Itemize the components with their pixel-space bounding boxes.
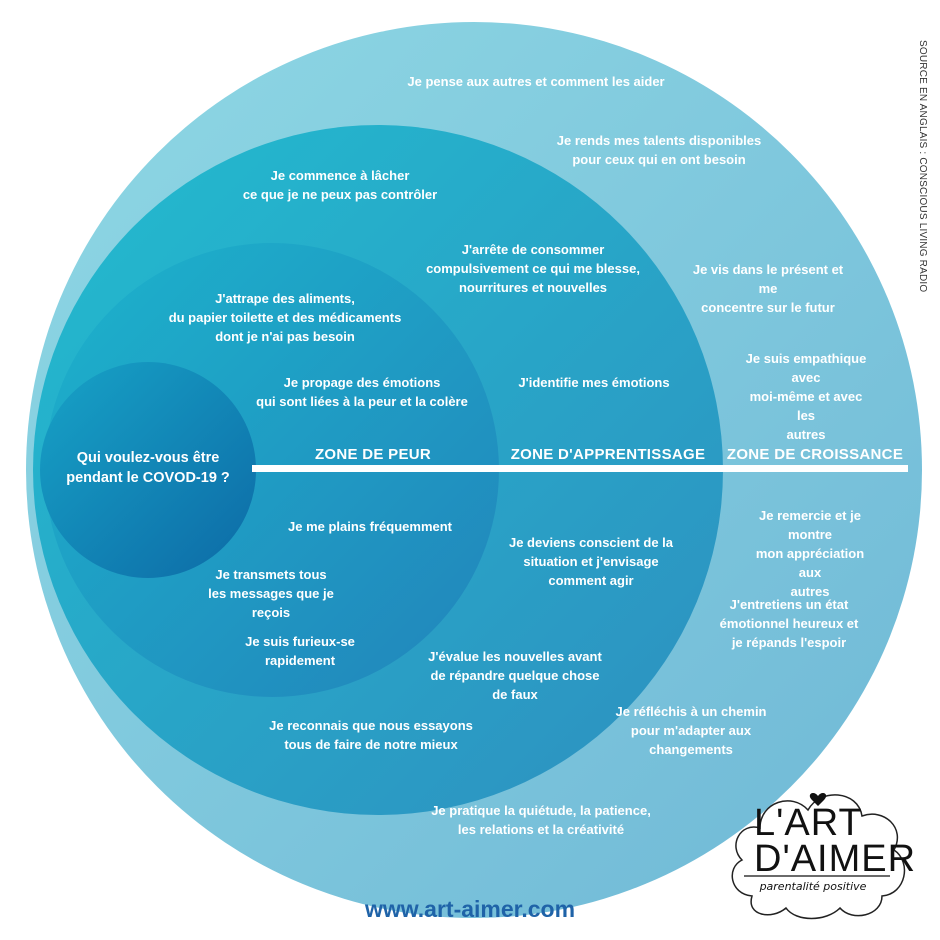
learning-item: J'arrête de consommer compulsivement ce … — [426, 242, 640, 295]
learning-item: J'évalue les nouvelles avant de répandre… — [428, 649, 602, 702]
learning-item: Je deviens conscient de la situation et … — [508, 535, 674, 588]
fear-item: Je propage des émotions qui sont liées à… — [256, 375, 468, 409]
source-credit: SOURCE EN ANGLAIS : CONSCIOUS LIVING RAD… — [917, 40, 928, 293]
logo-tagline: parentalité positive — [759, 880, 867, 893]
growth-item: Je remercie et je montre mon appréciatio… — [755, 508, 865, 599]
zone-label-growth: ZONE DE CROISSANCE — [726, 446, 904, 463]
growth-item: Je pense aux autres et comment les aider — [407, 74, 665, 89]
fear-item: Je suis furieux-se rapidement — [245, 634, 355, 668]
logo-line-2: D'AIMER — [754, 838, 917, 880]
fear-item: J'attrape des aliments, du papier toilet… — [168, 291, 402, 344]
logo-line-1: L'ART — [754, 802, 863, 844]
growth-item: J'entretiens un état émotionnel heureux … — [719, 597, 859, 650]
learning-item: Je commence à lâcher ce que je ne peux p… — [242, 168, 438, 202]
learning-item: Je reconnais que nous essayons tous de f… — [269, 718, 473, 752]
zone-divider — [252, 465, 908, 472]
growth-item: Je réfléchis à un chemin pour m'adapter … — [615, 704, 767, 757]
heart-icon — [809, 793, 827, 806]
fear-item: Je me plains fréquemment — [288, 519, 452, 534]
cloud-outline-icon — [731, 793, 906, 920]
zone-label-fear: ZONE DE PEUR — [314, 446, 432, 463]
learning-item: J'identifie mes émotions — [518, 375, 670, 390]
growth-item: Je vis dans le présent et me concentre s… — [692, 262, 844, 315]
growth-item: Je rends mes talents disponibles pour ce… — [556, 133, 762, 167]
core-circle — [40, 362, 256, 578]
center-question: Qui voulez-vous être pendant le COVOD-19… — [66, 450, 230, 486]
zone-label-learning: ZONE D'APPRENTISSAGE — [510, 446, 706, 463]
growth-item: Je pratique la quiétude, la patience, le… — [431, 803, 651, 837]
website-link[interactable]: www.art-aimer.com — [364, 896, 576, 922]
brand-logo: L'ART D'AIMER parentalité positive — [722, 776, 915, 926]
fear-item: Je transmets tous les messages que je re… — [208, 567, 334, 620]
growth-item: Je suis empathique avec moi-même et avec… — [745, 351, 867, 442]
